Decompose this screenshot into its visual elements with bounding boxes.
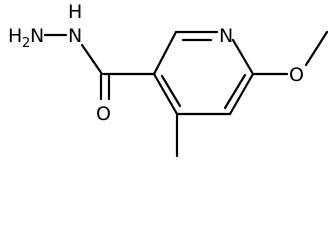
atom-labels: H 2 N H N O N O (8, 1, 304, 125)
bond-ring-c4-c3-outer (152, 72, 179, 116)
ring-nitrogen-label: N (219, 25, 233, 47)
hydrazide-terminal-nitrogen-label: N (30, 25, 44, 47)
bond-ring-c6-c5-inner (223, 73, 247, 110)
hydrazide-h-subscript: 2 (22, 36, 30, 51)
methoxy-oxygen-label: O (289, 64, 304, 86)
hydrazide-h-label: H (8, 25, 22, 47)
bond-nh-carbonyl-carbon (80, 43, 104, 76)
molecule-drawing: H 2 N H N O N O (8, 1, 329, 158)
hydrazide-nh-nitrogen-label: N (68, 25, 82, 47)
bond-ring-n1-c6 (231, 38, 255, 76)
hydrazide-nh-hydrogen-label: H (68, 1, 82, 23)
bond-ring-c3-c2 (152, 30, 178, 76)
bonds (43, 30, 329, 158)
bond-ring-c4-c3-inner (160, 74, 182, 108)
bond-methoxy-oxygen-methyl (304, 30, 329, 67)
bond-ring-c6-c5-outer (228, 72, 255, 116)
chemical-structure: H 2 N H N O N O (8, 1, 329, 158)
carbonyl-oxygen-label: O (96, 103, 111, 125)
